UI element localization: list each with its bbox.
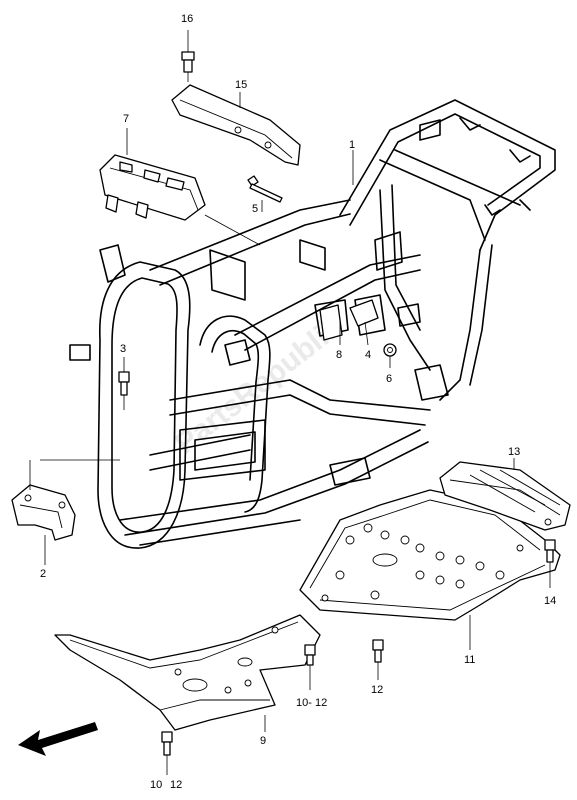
part-7-bracket[interactable]: [99, 154, 206, 221]
part-6-nut[interactable]: [383, 343, 397, 357]
part-12-bolt[interactable]: [372, 639, 384, 663]
leader-7b: [204, 214, 261, 246]
leader-4: [364, 321, 369, 346]
callout-9: 9: [260, 735, 266, 747]
part-11-main-skid-plate[interactable]: [299, 489, 561, 621]
front-arrow-icon: [18, 722, 98, 756]
callout-11: 11: [464, 654, 475, 666]
part-2-front-bracket[interactable]: [11, 484, 76, 541]
callout-4: 4: [365, 349, 371, 361]
callout-7: 7: [123, 113, 129, 125]
part-9-front-skid-plate[interactable]: [54, 614, 321, 731]
part-14-bolt[interactable]: [544, 539, 556, 563]
callout-14: 14: [544, 595, 556, 607]
part-13-rear-skid-plate[interactable]: [439, 461, 571, 531]
callout-5: 5: [252, 203, 258, 215]
callout-12b: 12: [170, 779, 182, 791]
callout-13: 13: [508, 446, 520, 458]
part-5-bolt[interactable]: [247, 175, 283, 203]
part-3-bolt[interactable]: [118, 371, 130, 396]
part-10-bolt-lower[interactable]: [161, 731, 173, 756]
callout-16: 16: [181, 13, 193, 25]
part-16-bolt[interactable]: [181, 51, 195, 73]
main-frame[interactable]: [69, 99, 556, 549]
callout-10-12: 10- 12: [296, 697, 327, 709]
callout-8: 8: [336, 349, 342, 361]
callout-12: 12: [371, 684, 383, 696]
callout-1: 1: [349, 139, 355, 151]
callout-3: 3: [120, 343, 126, 355]
callout-15: 15: [235, 79, 247, 91]
part-10-bolt-upper[interactable]: [304, 644, 316, 666]
callout-10: 10: [150, 779, 162, 791]
part-4-plate[interactable]: [349, 299, 379, 327]
callout-6: 6: [386, 373, 392, 385]
part-8-bracket[interactable]: [319, 304, 343, 341]
part-15-top-bracket[interactable]: [171, 84, 301, 166]
callout-2: 2: [40, 568, 46, 580]
